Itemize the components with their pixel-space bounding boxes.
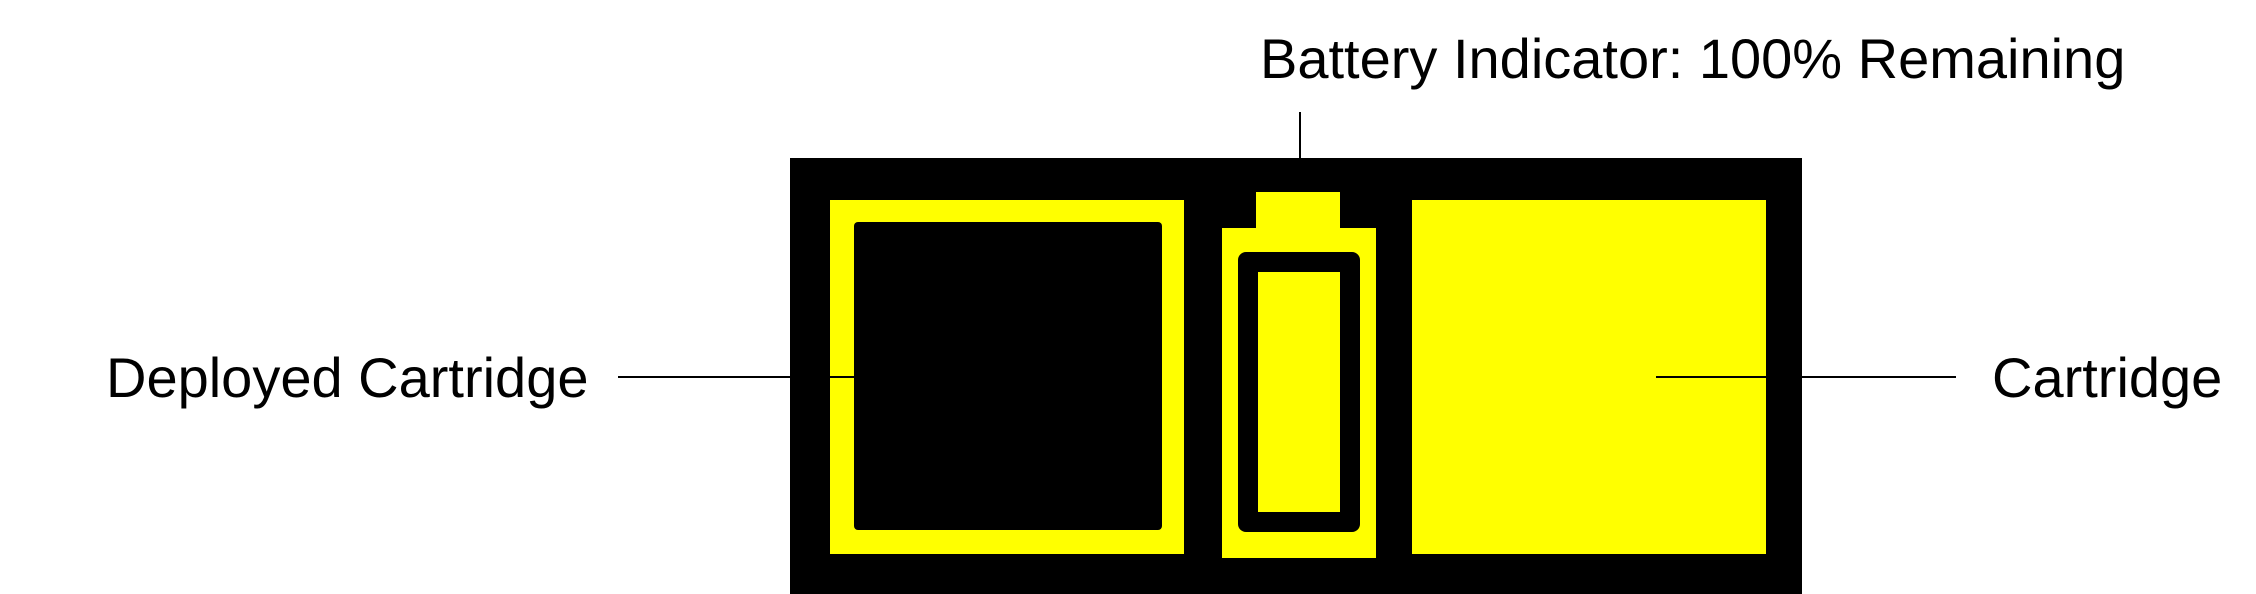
deployed-cartridge-label: Deployed Cartridge [106, 346, 588, 409]
battery-terminal [1256, 192, 1340, 232]
cartridge-label: Cartridge [1992, 346, 2222, 409]
deployed-cartridge-icon [830, 200, 1184, 554]
battery-indicator-label: Battery Indicator: 100% Remaining [1260, 27, 2125, 90]
battery-icon [1222, 192, 1376, 558]
deployed-cartridge-interior [854, 222, 1162, 530]
battery-fill [1258, 272, 1340, 512]
